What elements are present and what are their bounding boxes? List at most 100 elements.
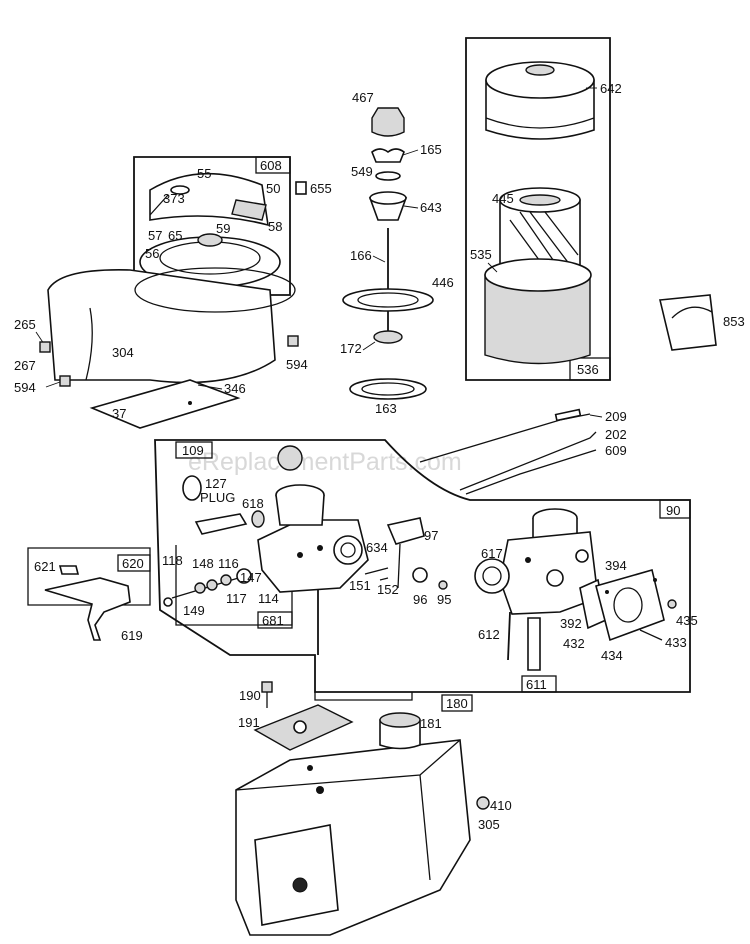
label-37: 37 — [112, 406, 126, 421]
seal-washer — [375, 171, 401, 181]
box-180-number: 180 — [446, 696, 468, 711]
label-166: 166 — [350, 248, 372, 263]
label-152: 152 — [377, 582, 399, 597]
label-96: 96 — [413, 592, 427, 607]
label-149: 149 — [183, 603, 205, 618]
label-853: 853 — [723, 314, 745, 329]
label-59: 59 — [216, 221, 230, 236]
box-109-tag — [175, 441, 213, 459]
choke-plate — [277, 445, 303, 471]
box-109-number: 109 — [182, 443, 204, 458]
label-116: 116 — [218, 556, 239, 571]
blower-housing-group: 608 55 373 50 655 57 65 59 58 56 265 267… — [14, 156, 332, 429]
label-594-right: 594 — [286, 357, 308, 372]
label-410: 410 — [490, 798, 512, 813]
box-681-tag — [257, 611, 293, 629]
label-446: 446 — [432, 275, 454, 290]
label-202: 202 — [605, 427, 627, 442]
label-594-left: 594 — [14, 380, 36, 395]
label-plug: PLUG — [200, 490, 235, 505]
carburetor-body-right — [474, 508, 599, 671]
label-612: 612 — [478, 627, 500, 642]
label-432: 432 — [563, 636, 585, 651]
label-642: 642 — [600, 81, 622, 96]
box-611-number: 611 — [526, 677, 547, 692]
fuel-tank-group: 180 181 191 190 410 305 — [235, 681, 512, 936]
label-181: 181 — [420, 716, 442, 731]
label-172: 172 — [340, 341, 362, 356]
air-baffle — [89, 379, 241, 429]
fuel-cap — [379, 719, 421, 750]
label-433: 433 — [665, 635, 687, 650]
label-265: 265 — [14, 317, 36, 332]
label-95: 95 — [437, 592, 451, 607]
label-392: 392 — [560, 616, 582, 631]
label-151: 151 — [349, 578, 371, 593]
box-681-number: 681 — [262, 613, 284, 628]
carburetor-body-left — [257, 484, 369, 655]
label-535: 535 — [470, 247, 492, 262]
air-cleaner-group: 536 642 445 535 — [465, 37, 622, 381]
label-373: 373 — [163, 191, 185, 206]
label-634: 634 — [366, 540, 388, 555]
box-90-number: 90 — [666, 503, 680, 518]
tank-mounting-plate — [254, 824, 339, 926]
label-57: 57 — [148, 228, 162, 243]
label-118: 118 — [162, 553, 183, 568]
precleaner-sleeve — [484, 258, 592, 365]
label-114: 114 — [258, 591, 279, 606]
air-cleaner-cover — [485, 61, 595, 140]
label-117: 117 — [226, 591, 247, 606]
air-cleaner-mounting-stack: 467 165 549 643 166 446 172 163 — [340, 90, 454, 416]
label-163: 163 — [375, 401, 397, 416]
label-65: 65 — [168, 228, 182, 243]
wing-nut-cap — [371, 107, 405, 137]
base-nut — [373, 330, 403, 344]
choke-lever — [386, 517, 425, 545]
box-608-outline — [133, 156, 291, 296]
box-620-tag — [117, 554, 151, 572]
base-gasket — [349, 378, 427, 400]
label-445: 445 — [492, 191, 514, 206]
box-90-outline — [154, 439, 691, 693]
starter-handle — [231, 199, 267, 221]
label-191: 191 — [238, 715, 260, 730]
label-618: 618 — [242, 496, 264, 511]
label-267: 267 — [14, 358, 36, 373]
box-620-outline — [27, 547, 151, 606]
carburetor-group: 90 109 127 PLUG 681 618 — [154, 439, 698, 693]
label-304: 304 — [112, 345, 134, 360]
label-609: 609 — [605, 443, 627, 458]
label-549: 549 — [351, 164, 373, 179]
label-394: 394 — [605, 558, 627, 573]
label-305: 305 — [478, 817, 500, 832]
gasket-96 — [412, 567, 428, 583]
blower-housing — [47, 269, 276, 384]
box-620-number: 620 — [122, 556, 144, 571]
label-190: 190 — [239, 688, 261, 703]
label-621: 621 — [34, 559, 56, 574]
wing-nut — [371, 148, 405, 163]
box-611-tag — [521, 675, 557, 693]
label-643: 643 — [420, 200, 442, 215]
label-619: 619 — [121, 628, 143, 643]
label-97: 97 — [424, 528, 438, 543]
label-434: 434 — [601, 648, 623, 663]
governor-bracket — [44, 577, 131, 641]
label-346: 346 — [224, 381, 246, 396]
label-617: 617 — [481, 546, 503, 561]
intake-plate-434 — [595, 569, 665, 642]
throttle-shaft — [194, 513, 248, 535]
label-655: 655 — [310, 181, 332, 196]
label-147: 147 — [240, 570, 262, 585]
box-608-tag — [255, 156, 291, 174]
label-50: 50 — [266, 181, 280, 196]
label-127: 127 — [205, 476, 227, 491]
label-58: 58 — [268, 219, 282, 234]
label-467: 467 — [352, 90, 374, 105]
plug-127 — [182, 475, 202, 501]
label-435: 435 — [676, 613, 698, 628]
box-90-tag — [659, 499, 691, 519]
